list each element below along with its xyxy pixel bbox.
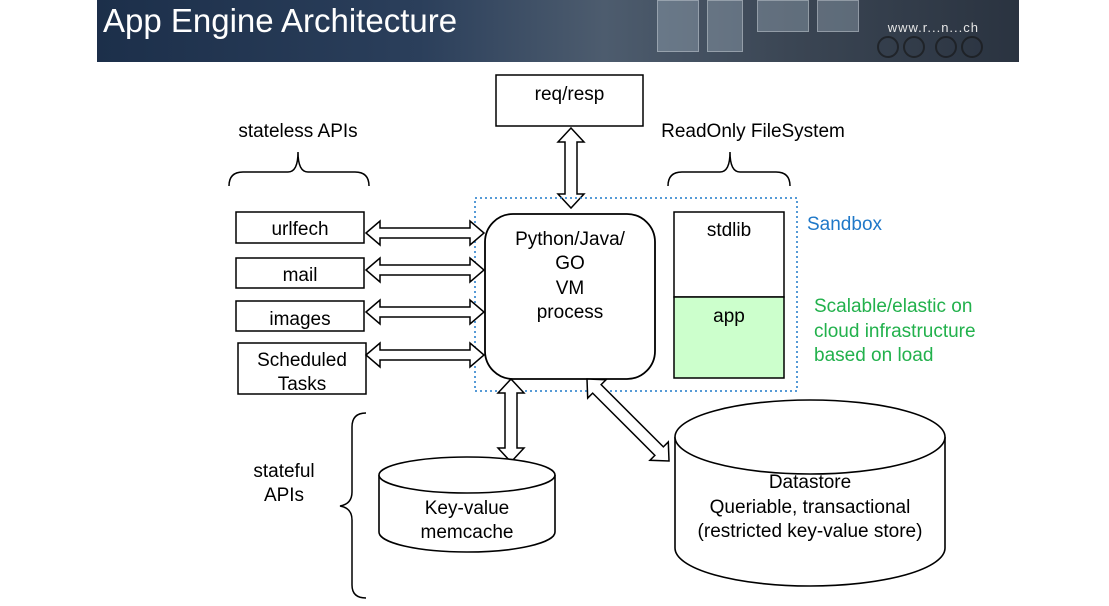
watermark-url: www.r...n...ch — [887, 20, 979, 35]
memcache-cylinder-body — [378, 475, 556, 553]
images-label: images — [269, 309, 330, 330]
mail-arrow — [364, 256, 486, 284]
banner-window — [817, 0, 859, 32]
datastore-line-1: Datastore — [769, 472, 851, 493]
memcache-line-1: Key-value — [425, 498, 510, 519]
scheduled-tasks-box — [237, 342, 367, 395]
urlfetch-box — [235, 211, 365, 244]
banner-window — [657, 0, 699, 52]
req-resp-box — [495, 74, 644, 127]
sandbox-label: Sandbox — [807, 214, 883, 235]
memcache-arrow — [496, 377, 526, 464]
datastore-line-3: (restricted key-value store) — [698, 521, 923, 542]
app-label: app — [713, 306, 745, 327]
scheduled-line-2: Tasks — [278, 374, 327, 395]
banner-window — [757, 0, 809, 32]
req-resp-arrow — [556, 126, 586, 210]
title-banner: App Engine Architecture www.r...n...ch — [97, 0, 1019, 62]
scheduled-line-1: Scheduled — [257, 350, 347, 371]
stateful-apis-brace — [339, 412, 367, 599]
banner-bike-wheel — [877, 36, 899, 58]
memcache-cylinder-top — [378, 456, 556, 494]
images-arrow — [364, 298, 486, 326]
vm-line-1: Python/Java/ — [515, 229, 626, 250]
stateful-line-2: APIs — [264, 485, 304, 506]
scalable-line-2: cloud infrastructure — [814, 321, 976, 342]
vm-line-2: GO — [555, 253, 585, 274]
memcache-line-2: memcache — [421, 522, 514, 543]
scheduled-arrow — [364, 341, 486, 369]
slide-title: App Engine Architecture — [103, 2, 458, 39]
banner-bike-wheel — [961, 36, 983, 58]
scalable-line-1: Scalable/elastic on — [814, 296, 972, 317]
readonly-fs-brace — [667, 151, 791, 187]
mail-label: mail — [283, 265, 318, 286]
banner-bike-wheel — [903, 36, 925, 58]
datastore-cylinder-top — [674, 399, 946, 475]
vm-line-4: process — [537, 302, 604, 323]
urlfetch-label: urlfech — [271, 219, 328, 240]
stateless-apis-brace — [228, 151, 370, 187]
scalable-line-3: based on load — [814, 345, 933, 366]
stdlib-box — [673, 211, 785, 298]
mail-box — [235, 257, 365, 289]
stateful-line-1: stateful — [253, 461, 314, 482]
vm-line-3: VM — [556, 278, 585, 299]
images-box — [235, 300, 365, 332]
datastore-cylinder-body — [674, 437, 946, 587]
banner-bike-wheel — [935, 36, 957, 58]
readonly-fs-label: ReadOnly FileSystem — [661, 121, 845, 142]
stdlib-label: stdlib — [707, 220, 751, 241]
stateless-apis-label: stateless APIs — [238, 121, 357, 142]
datastore-line-2: Queriable, transactional — [710, 497, 911, 518]
req-resp-label: req/resp — [535, 84, 605, 105]
datastore-arrow — [586, 378, 670, 462]
app-box — [673, 296, 785, 379]
banner-window — [707, 0, 743, 52]
sandbox-region — [474, 197, 798, 392]
vm-process-box — [484, 213, 656, 380]
urlfetch-arrow — [364, 219, 486, 247]
